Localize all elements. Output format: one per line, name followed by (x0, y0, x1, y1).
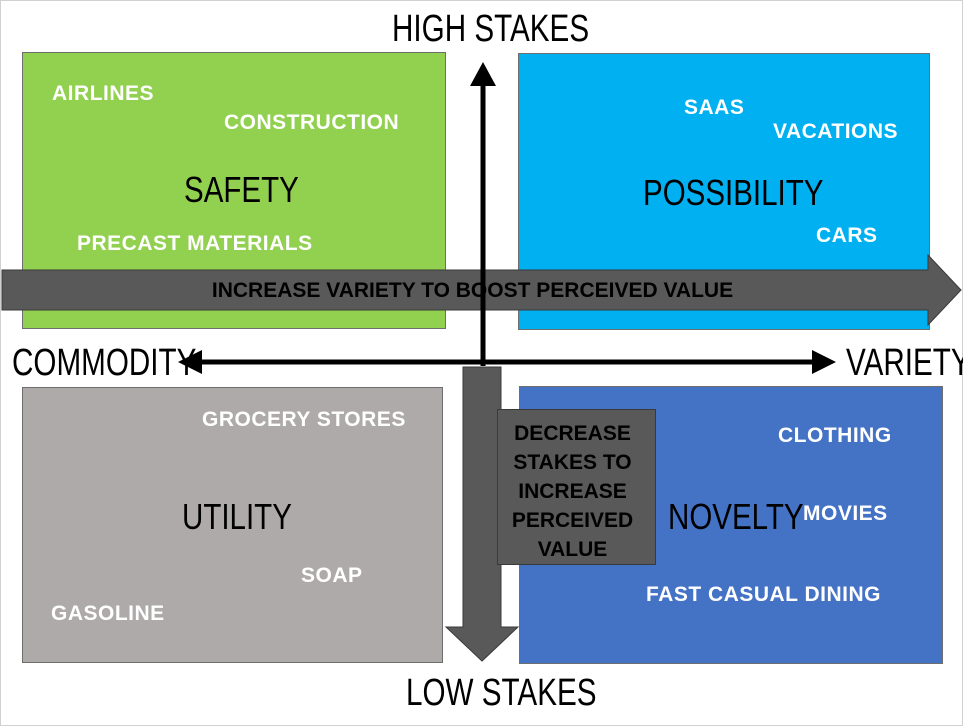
item-precast-materials: PRECAST MATERIALS (77, 232, 313, 255)
vertical-axis-arrowhead (470, 62, 496, 86)
item-grocery-stores: GROCERY STORES (202, 408, 406, 431)
quadrant-utility (22, 387, 443, 663)
item-fast-casual-dining: FAST CASUAL DINING (646, 583, 881, 606)
stakes-line-5: VALUE (537, 538, 608, 561)
item-soap: SOAP (301, 564, 363, 587)
item-gasoline: GASOLINE (51, 602, 165, 625)
stakes-line-3: INCREASE (518, 480, 627, 503)
item-airlines: AIRLINES (52, 82, 155, 105)
stakes-line-2: STAKES TO (513, 451, 632, 474)
quadrant-title-novelty: NOVELTY (668, 496, 804, 537)
variety-banner-text: INCREASE VARIETY TO BOOST PERCEIVED VALU… (211, 279, 734, 302)
axis-label-variety: VARIETY (846, 342, 963, 384)
stakes-line-1: DECREASE (514, 422, 631, 445)
item-vacations: VACATIONS (773, 120, 899, 143)
item-construction: CONSTRUCTION (224, 111, 400, 134)
axis-label-commodity: COMMODITY (12, 342, 197, 384)
axis-label-low-stakes: LOW STAKES (406, 672, 597, 714)
quadrant-title-utility: UTILITY (182, 496, 292, 537)
stakes-callout-text: DECREASE STAKES TO INCREASE PERCEIVED VA… (497, 419, 648, 564)
axis-arrowhead-left (178, 350, 202, 374)
axis-label-high-stakes: HIGH STAKES (392, 8, 590, 50)
stakes-callout-box (497, 409, 656, 565)
item-movies: MOVIES (803, 502, 888, 525)
axis-arrowhead-right (812, 350, 836, 374)
item-clothing: CLOTHING (778, 424, 892, 447)
item-saas: SAAS (684, 96, 745, 119)
stakes-line-4: PERCEIVED (511, 509, 634, 532)
quadrant-title-possibility: POSSIBILITY (643, 172, 824, 213)
quadrant-title-safety: SAFETY (184, 169, 299, 210)
item-cars: CARS (816, 224, 878, 247)
